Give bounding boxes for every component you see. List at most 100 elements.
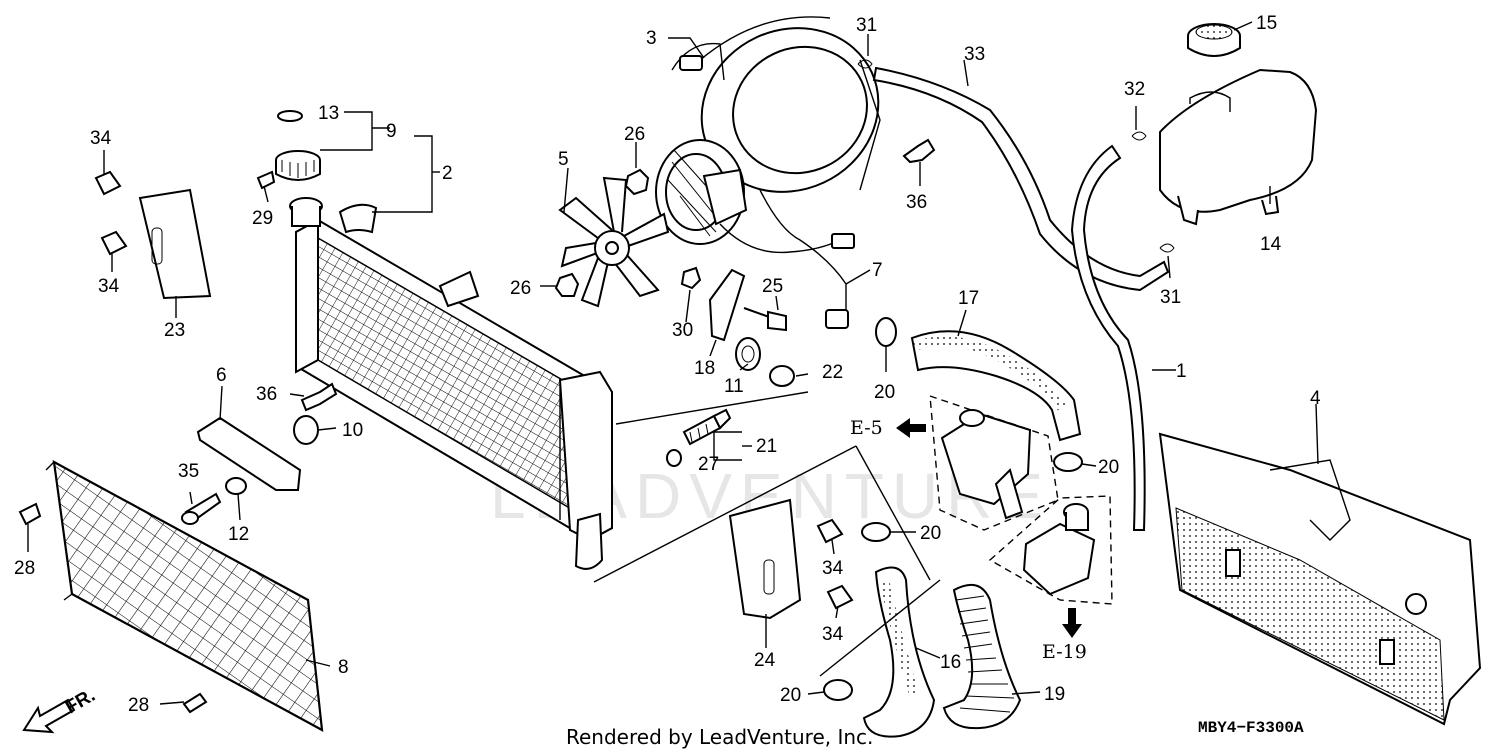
hardware-bolt-28a	[18, 502, 42, 526]
fan-blade	[558, 176, 670, 308]
callout-12: 12	[228, 524, 249, 545]
front-direction-arrow: FR.	[22, 685, 99, 734]
callout-16: 16	[940, 652, 961, 673]
callout-34d: 34	[822, 624, 844, 645]
bracket-23	[138, 188, 212, 300]
callout-8: 8	[338, 657, 349, 678]
callout-20c: 20	[920, 523, 941, 544]
bracket-24	[728, 498, 802, 620]
hardware-bracket-18	[708, 268, 746, 342]
callout-24: 24	[754, 650, 776, 671]
hardware-clip-31b	[1159, 243, 1175, 253]
hose-clamp-20b	[1053, 452, 1083, 472]
hardware-bolt-25	[743, 307, 787, 332]
callout-2: 2	[442, 163, 453, 184]
radiator-cap	[275, 150, 321, 181]
callout-28a: 28	[14, 558, 35, 579]
hardware-collar-12	[225, 477, 247, 495]
hardware-bolt-34d	[826, 584, 854, 610]
callout-3: 3	[646, 28, 657, 49]
hardware-bolt-36a	[902, 138, 936, 164]
hardware-bolt-36b	[300, 382, 338, 412]
hardware-bolt-34c	[816, 518, 844, 544]
callout-11: 11	[724, 376, 744, 397]
callout-9: 9	[386, 121, 397, 142]
callout-21: 21	[756, 436, 777, 457]
thermostat-housing	[1022, 503, 1096, 596]
callout-17: 17	[958, 288, 979, 309]
callout-20a: 20	[874, 382, 895, 403]
leader-lines	[27, 21, 1319, 705]
hose-clamp-20c	[861, 522, 891, 542]
callout-34a: 34	[90, 128, 112, 149]
rendered-by-credit: Rendered by LeadVenture, Inc.	[566, 725, 873, 749]
callout-13: 13	[318, 103, 339, 124]
reference-e5: E-5	[850, 417, 883, 439]
hardware-nut-26b	[554, 272, 580, 297]
hardware-bolt-34a	[94, 170, 122, 196]
hardware-collar-22	[769, 365, 795, 387]
callouts: 1 2 3 4 5 6 7 8 9 10 11 12 13 14 15 16 1…	[14, 13, 1321, 716]
hose-clamp-20d	[823, 679, 853, 701]
callout-27: 27	[698, 454, 719, 475]
lower-hose-16	[862, 566, 936, 738]
callout-36b: 36	[256, 384, 277, 405]
fan-motor	[655, 139, 748, 245]
thermo-switch	[682, 408, 732, 446]
reserve-tank-cap	[1187, 23, 1241, 57]
callout-28b: 28	[128, 695, 149, 716]
callout-23: 23	[164, 320, 185, 341]
callout-30: 30	[672, 320, 693, 341]
hardware-nut-26a	[624, 168, 650, 196]
hardware-bolt-35	[181, 492, 222, 525]
callout-29: 29	[252, 208, 273, 229]
callout-14: 14	[1260, 234, 1282, 255]
radiator	[289, 197, 613, 570]
callout-31a: 31	[856, 15, 877, 36]
hardware-clip-32	[1131, 131, 1147, 141]
callout-5: 5	[558, 149, 569, 170]
callout-22: 22	[822, 362, 843, 383]
arrow-down-icon	[1062, 608, 1082, 638]
upper-hose	[910, 330, 1082, 442]
hardware-bolt-28b	[182, 692, 208, 714]
callout-10: 10	[342, 420, 363, 441]
callout-7: 7	[872, 260, 883, 281]
arrow-left-icon	[896, 418, 926, 438]
siphon-tube	[1070, 144, 1146, 531]
callout-20d: 20	[780, 685, 801, 706]
reserve-tank	[1159, 68, 1318, 226]
callout-36a: 36	[906, 192, 927, 213]
callout-4: 4	[1310, 388, 1321, 409]
radiator-side-cover	[1158, 432, 1482, 726]
fan-shroud	[671, 16, 881, 193]
lower-hose-19	[942, 583, 1022, 730]
callout-34c: 34	[822, 558, 844, 579]
hardware-bolt-34b	[100, 230, 128, 256]
callout-19: 19	[1044, 684, 1065, 705]
callout-1: 1	[1176, 361, 1187, 382]
lower-bracket	[196, 416, 302, 491]
cap-seal	[277, 110, 303, 122]
callout-6: 6	[216, 365, 227, 386]
hose-clamp-20a	[875, 317, 897, 347]
washer	[666, 449, 682, 467]
hardware-grommet-11	[735, 337, 761, 371]
fan-wire-harness	[719, 189, 855, 329]
callout-18: 18	[694, 358, 715, 379]
radiator-grille	[45, 459, 324, 732]
callout-35: 35	[178, 461, 199, 482]
callout-32: 32	[1124, 79, 1145, 100]
hardware-collar-30	[680, 266, 702, 290]
callout-31b: 31	[1160, 287, 1181, 308]
reference-e19: E-19	[1042, 641, 1087, 663]
diagram-code: MBY4−F3300A	[1198, 719, 1304, 737]
callout-15: 15	[1256, 13, 1277, 34]
callout-34b: 34	[98, 276, 120, 297]
callout-26b: 26	[510, 278, 531, 299]
hardware-grommet-10	[293, 415, 319, 445]
callout-33: 33	[964, 44, 985, 65]
hardware-clip-31a	[857, 59, 873, 69]
callout-25: 25	[762, 276, 783, 297]
